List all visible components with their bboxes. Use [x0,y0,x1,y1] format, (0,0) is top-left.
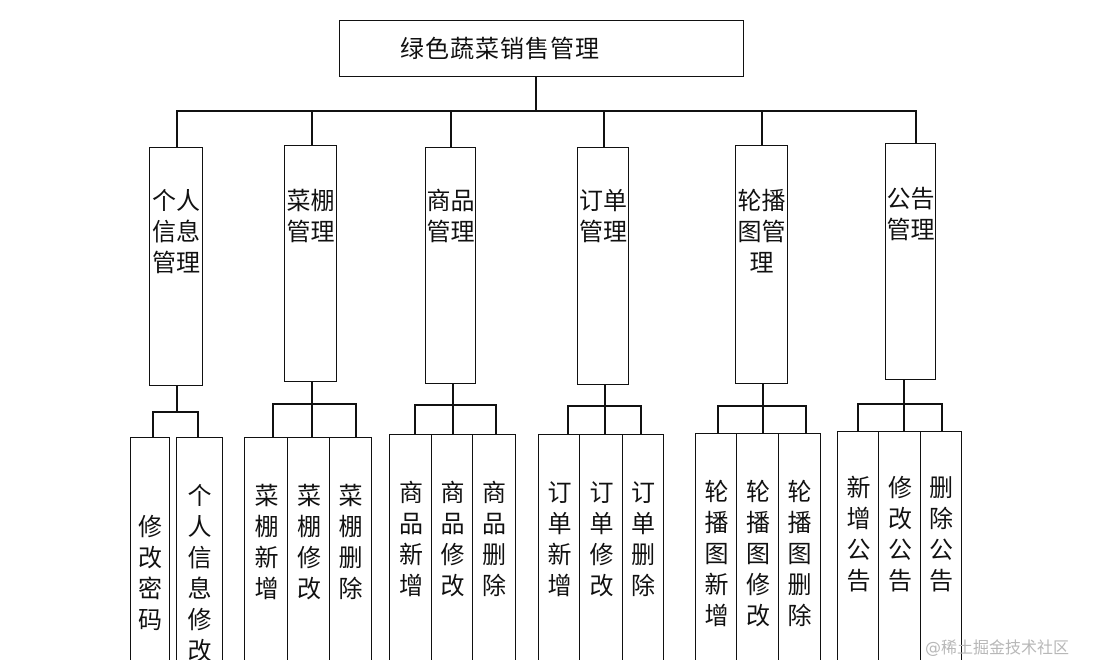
leaf-node: 修改公告 [878,431,922,660]
module-drop-line [761,110,763,145]
leaf-label: 订单新增 [547,479,572,600]
sub-bus-line [414,404,496,406]
leaf-node: 轮播图新增 [695,433,738,660]
leaf-label: 菜棚新增 [254,482,279,603]
sub-connector [762,384,764,434]
leaf-node: 新增公告 [837,431,880,660]
sub-bus-line [857,403,942,405]
module-bus-line [176,110,917,112]
module-node-goods: 商品管理 [425,147,476,384]
leaf-node: 商品新增 [389,434,433,660]
leaf-label: 轮播图删除 [787,478,812,630]
leaf-label: 新增公告 [846,474,871,595]
leaf-label: 商品修改 [440,479,465,600]
sub-connector [604,385,606,435]
root-connector [535,77,537,111]
sub-drop-line [941,403,943,432]
root-node: 绿色蔬菜销售管理 [339,20,744,77]
leaf-node: 订单删除 [622,434,664,660]
leaf-label: 修改密码 [138,513,162,634]
sub-drop-line [567,405,569,435]
module-drop-line [603,110,605,147]
module-node-personal-info: 个人信息管理 [149,147,203,386]
leaf-node: 菜棚删除 [329,437,372,660]
leaf-label: 订单修改 [589,479,614,600]
sub-drop-line [495,404,497,435]
sub-drop-line [355,403,357,438]
sub-connector [176,386,178,412]
leaf-node: 订单新增 [538,434,581,660]
watermark-text: @稀土掘金技术社区 [925,638,1070,657]
module-label: 商品管理 [426,187,475,246]
sub-drop-line [414,404,416,435]
module-label: 菜棚管理 [286,187,335,246]
module-drop-line [311,110,313,145]
sub-drop-line [717,405,719,434]
module-node-carousel: 轮播图管理 [735,145,788,384]
module-label: 公告管理 [886,185,935,244]
leaf-label: 修改公告 [888,474,912,595]
sub-drop-line [272,403,274,438]
sub-bus-line [152,411,198,413]
sub-connector [311,382,313,438]
leaf-node: 菜棚新增 [244,437,289,660]
leaf-node: 订单修改 [579,434,624,660]
module-node-orders: 订单管理 [577,147,629,385]
sub-drop-line [857,403,859,432]
module-drop-line [450,110,452,147]
sub-drop-line [197,411,199,438]
sub-bus-line [272,403,356,405]
leaf-label: 菜棚修改 [297,482,321,603]
leaf-node: 删除公告 [920,431,962,660]
leaf-node: 商品删除 [472,434,516,660]
root-node-label: 绿色蔬菜销售管理 [400,35,600,63]
leaf-label: 个人信息修改 [187,482,212,660]
leaf-label: 轮播图新增 [704,478,729,630]
sub-drop-line [152,411,154,438]
module-label: 订单管理 [579,187,627,246]
leaf-node: 菜棚修改 [287,437,331,660]
module-label: 轮播图管理 [737,187,786,277]
module-drop-line [176,110,178,147]
sub-drop-line [640,405,642,435]
leaf-label: 菜棚删除 [338,482,363,603]
sub-connector [903,380,905,432]
sub-drop-line [805,405,807,434]
leaf-node: 轮播图修改 [736,433,780,660]
module-node-notice: 公告管理 [885,143,936,380]
leaf-node: 轮播图删除 [778,433,821,660]
leaf-label: 轮播图修改 [746,478,770,630]
leaf-label: 商品新增 [399,479,423,600]
leaf-node: 修改密码 [130,437,170,660]
module-node-greenhouse: 菜棚管理 [284,145,337,382]
leaf-node: 商品修改 [431,434,474,660]
module-drop-line [915,110,917,143]
leaf-label: 删除公告 [929,474,953,595]
sub-bus-line [717,405,806,407]
leaf-node: 个人信息修改 [176,437,223,660]
sub-connector [452,384,454,435]
leaf-label: 订单删除 [631,479,655,600]
sub-bus-line [567,405,641,407]
leaf-label: 商品删除 [482,479,506,600]
module-label: 个人信息管理 [152,187,200,277]
